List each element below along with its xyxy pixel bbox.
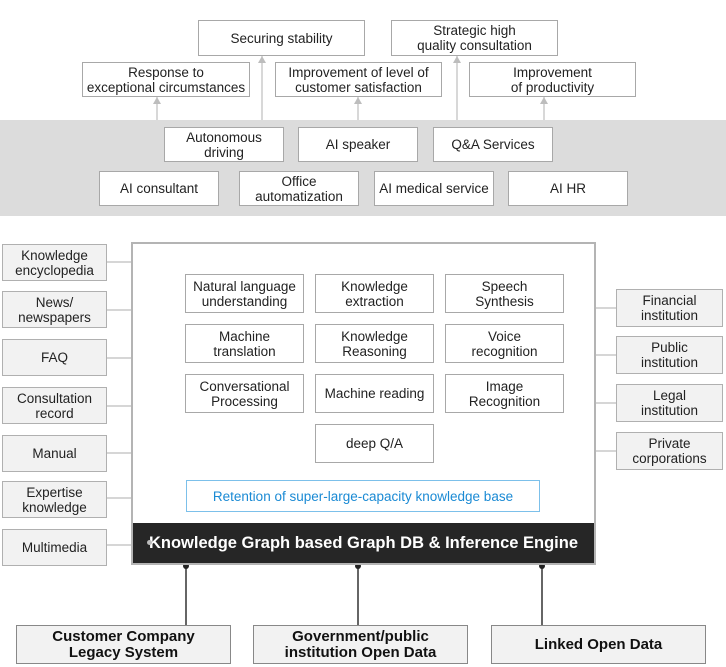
inference-engine-bar: Knowledge Graph based Graph DB & Inferen… [133, 523, 594, 563]
capability-machine-reading: Machine reading [315, 374, 434, 413]
capability-nlu: Natural language understanding [185, 274, 304, 313]
input-government-open-data: Government/public institution Open Data [253, 625, 468, 664]
capability-speech-synthesis: Speech Synthesis [445, 274, 564, 313]
customer-financial-institution: Financial institution [616, 289, 723, 327]
outcome-strategic-consultation: Strategic high quality consultation [391, 20, 558, 56]
input-linked-open-data: Linked Open Data [491, 625, 706, 664]
capability-voice-recognition: Voice recognition [445, 324, 564, 363]
capability-knowledge-reasoning: Knowledge Reasoning [315, 324, 434, 363]
capability-knowledge-extraction: Knowledge extraction [315, 274, 434, 313]
customer-legal-institution: Legal institution [616, 384, 723, 422]
capability-image-recognition: Image Recognition [445, 374, 564, 413]
source-expertise-knowledge: Expertise knowledge [2, 481, 107, 518]
service-autonomous-driving: Autonomous driving [164, 127, 284, 162]
service-qa-services: Q&A Services [433, 127, 553, 162]
source-multimedia: Multimedia [2, 529, 107, 566]
capability-conversational-processing: Conversational Processing [185, 374, 304, 413]
customer-public-institution: Public institution [616, 336, 723, 374]
capability-deep-qa: deep Q/A [315, 424, 434, 463]
engine-bullet [147, 540, 152, 545]
capability-machine-translation: Machine translation [185, 324, 304, 363]
outcome-customer-satisfaction: Improvement of level of customer satisfa… [275, 62, 442, 97]
service-ai-speaker: AI speaker [298, 127, 418, 162]
service-ai-hr: AI HR [508, 171, 628, 206]
service-ai-medical-service: AI medical service [374, 171, 494, 206]
source-knowledge-encyclopedia: Knowledge encyclopedia [2, 244, 107, 281]
source-faq: FAQ [2, 339, 107, 376]
outcome-productivity: Improvement of productivity [469, 62, 636, 97]
knowledge-base-box: Retention of super-large-capacity knowle… [186, 480, 540, 512]
service-ai-consultant: AI consultant [99, 171, 219, 206]
outcome-securing-stability: Securing stability [198, 20, 365, 56]
customer-private-corporations: Private corporations [616, 432, 723, 470]
outcome-exceptional-circumstances: Response to exceptional circumstances [82, 62, 250, 97]
source-news-newspapers: News/ newspapers [2, 291, 107, 328]
source-consultation-record: Consultation record [2, 387, 107, 424]
service-office-automatization: Office automatization [239, 171, 359, 206]
input-customer-legacy: Customer Company Legacy System [16, 625, 231, 664]
source-manual: Manual [2, 435, 107, 472]
